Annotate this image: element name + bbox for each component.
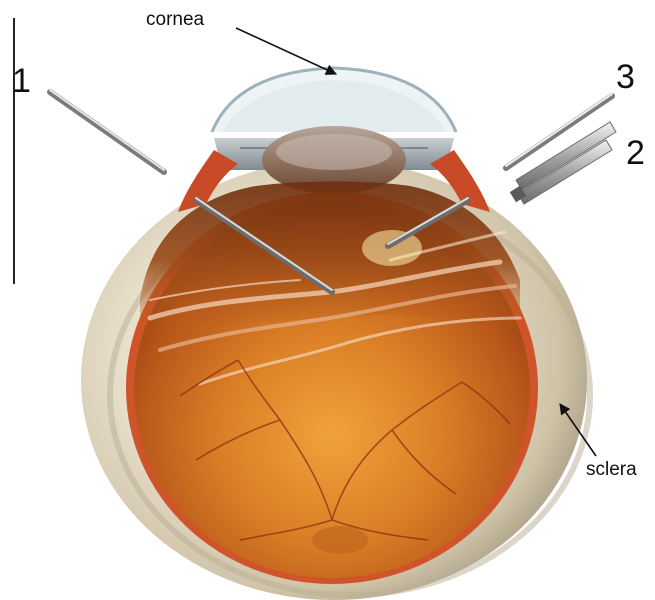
instrument-1-label: 1 — [12, 64, 31, 98]
instrument-1 — [50, 90, 164, 172]
cornea-arrow — [236, 28, 336, 74]
light-glow — [362, 230, 422, 266]
macula — [312, 526, 368, 554]
sclera-label: sclera — [586, 460, 637, 479]
cornea-label: cornea — [146, 10, 204, 29]
instrument-2-label: 2 — [626, 136, 645, 170]
instrument-2 — [510, 122, 616, 204]
instrument-3-label: 3 — [616, 60, 635, 94]
